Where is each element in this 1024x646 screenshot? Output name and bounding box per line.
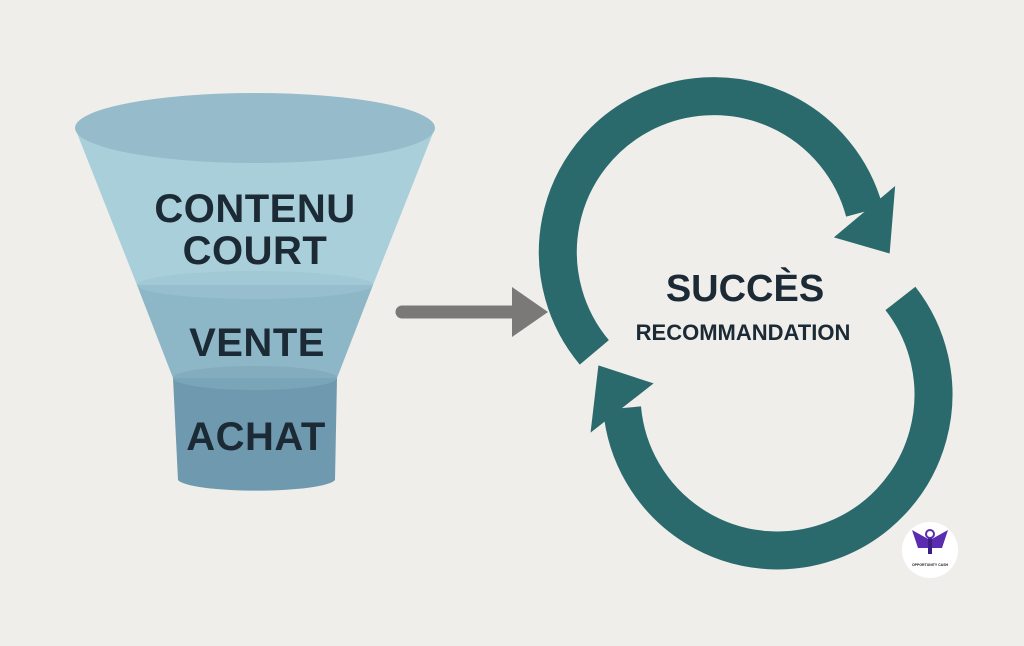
funnel-stage-3	[173, 378, 337, 491]
funnel-stage-2	[137, 285, 373, 378]
logo	[902, 522, 958, 578]
funnel-top	[75, 93, 435, 163]
cycle-arrow-bottom-arc	[603, 286, 953, 570]
funnel-stage-1-label: CONTENU COURT	[154, 188, 355, 272]
funnel-stage-3-label: ACHAT	[186, 415, 326, 459]
cycle-arrow-top-arc	[538, 77, 883, 365]
cycle-arrows-icon	[538, 77, 953, 570]
cycle-arrow-top-arrowhead	[833, 186, 896, 254]
right-arrow-icon	[395, 287, 548, 337]
funnel-stage-1-line-1: CONTENU	[154, 187, 356, 231]
cycle-title: SUCCÈS	[665, 268, 825, 310]
logo-text: OPPORTUNITY CASH	[911, 563, 949, 567]
funnel-stage-1-line-2: COURT	[182, 229, 328, 273]
cycle-arrow-bottom-arrowhead	[590, 365, 654, 433]
funnel-stage-1	[75, 128, 435, 285]
cycle-subtitle: RECOMMANDATION	[635, 320, 851, 345]
funnel	[75, 93, 435, 491]
funnel-stage-2-label: VENTE	[189, 321, 325, 365]
